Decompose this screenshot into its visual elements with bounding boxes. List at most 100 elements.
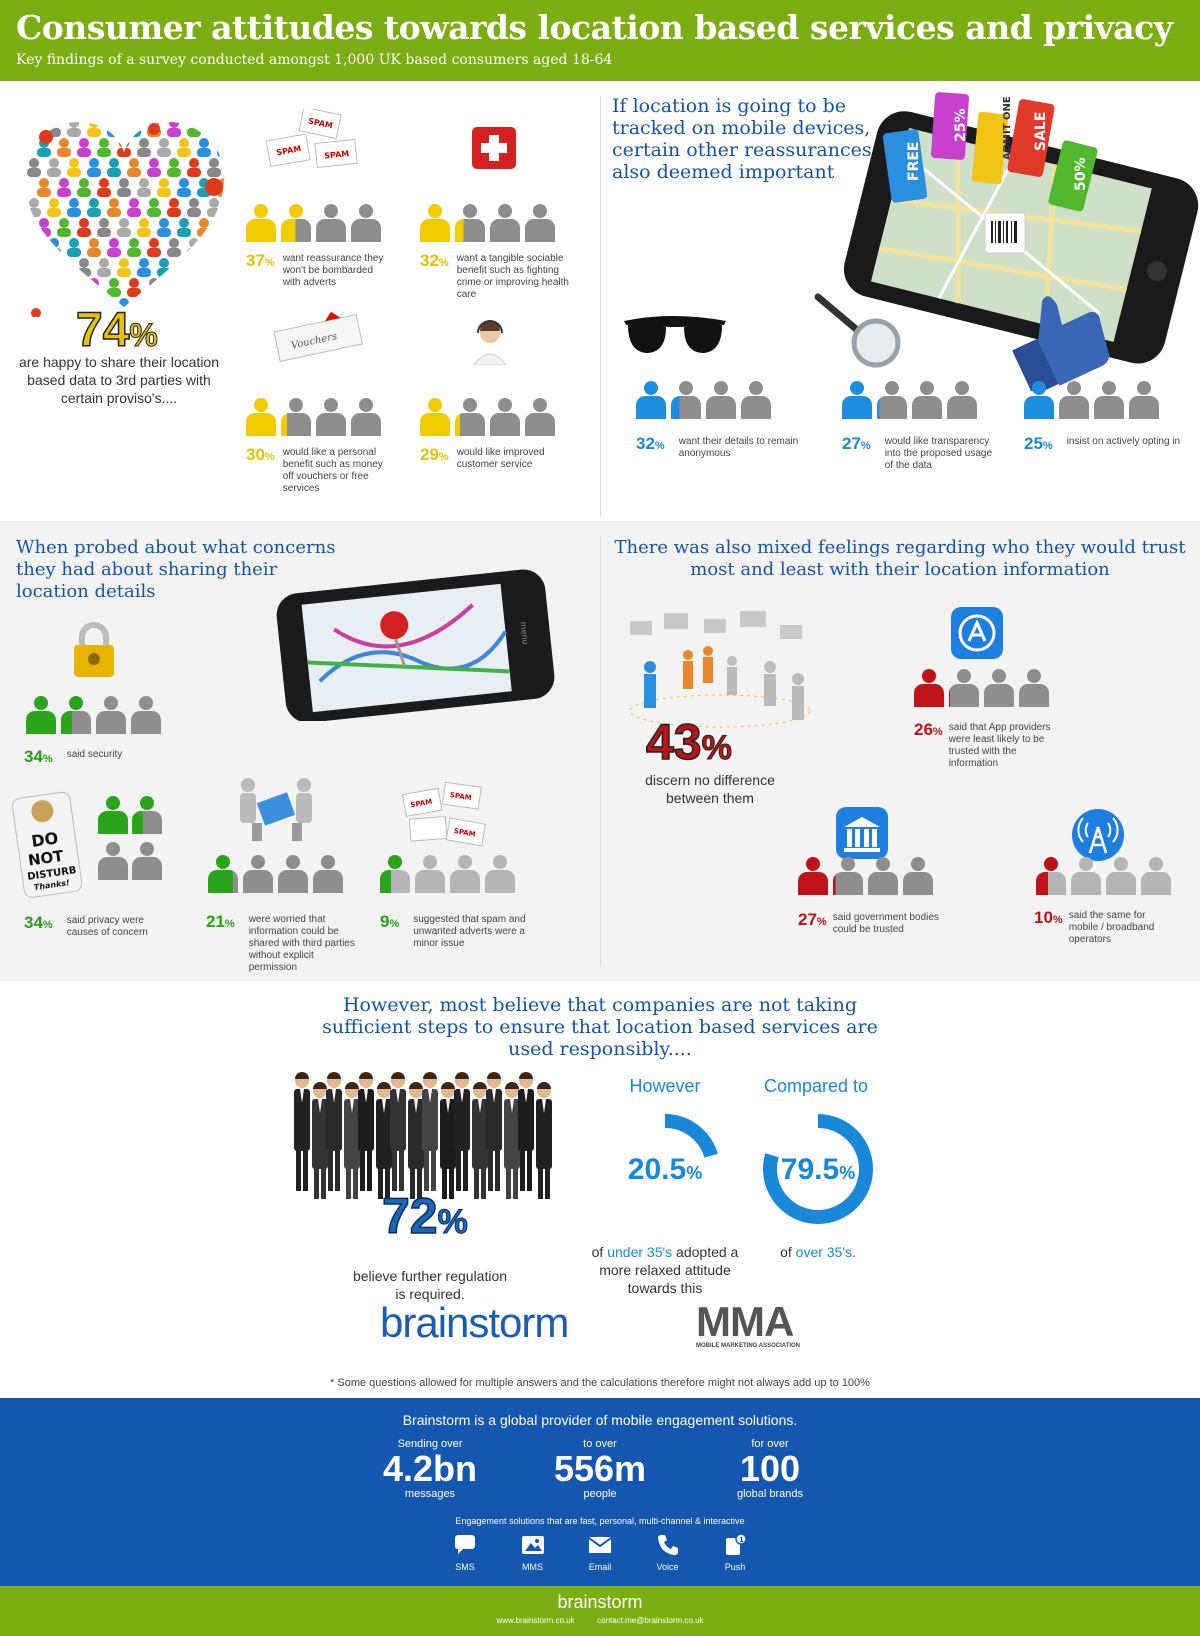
- person-icon: [877, 381, 907, 419]
- person-icon: [132, 796, 162, 834]
- footnote: * Some questions allowed for multiple an…: [330, 1377, 870, 1389]
- broadcast-tower-icon: [1070, 807, 1126, 863]
- figure-number: 4.2bn: [382, 1448, 478, 1489]
- footer-intro: Brainstorm is a global provider of mobil…: [402, 1412, 798, 1428]
- stat-pct: 29%: [420, 445, 449, 464]
- big-stat-value: 74: [75, 303, 130, 358]
- stat-desc: said the same for mobile / broadband ope…: [1068, 910, 1155, 945]
- donut-value: 20.5%: [605, 1153, 725, 1187]
- figure-pre: for over: [751, 1438, 789, 1450]
- people-row: [246, 398, 381, 436]
- stat-desc: said government bodies could be trusted: [832, 912, 939, 935]
- section-provisos: 74% are happy to share their location ba…: [0, 81, 600, 521]
- svg-text:SPAM: SPAM: [453, 827, 476, 839]
- mma-logo[interactable]: MMA MOBILE MARKETING ASSOCIATION: [696, 1301, 800, 1350]
- however-label: However: [629, 1076, 701, 1096]
- person-icon: [281, 204, 311, 242]
- big-stat-unit: %: [701, 729, 732, 768]
- svg-text:menu: menu: [519, 621, 530, 645]
- section-title: If location is going to be tracked on mo…: [612, 95, 910, 183]
- big-stat-unit: %: [437, 1203, 468, 1242]
- divider: [600, 96, 601, 516]
- government-building-icon: [834, 807, 890, 863]
- stat-pct: 32%: [420, 251, 449, 270]
- person-icon: [798, 857, 828, 895]
- stat-10-operators: 10% said the same for mobile / broadband…: [1034, 909, 1194, 946]
- brainstorm-logo[interactable]: brainstorm: [380, 1299, 569, 1346]
- business-person: [390, 1072, 406, 1191]
- person-icon: [1036, 857, 1066, 895]
- person-icon: [490, 398, 520, 436]
- business-person: [486, 1072, 502, 1191]
- svg-text:50%: 50%: [1073, 157, 1089, 191]
- person-icon: [246, 204, 276, 242]
- stat-32: 32% want a tangible sociable benefit suc…: [420, 252, 590, 301]
- donut-over-35: [758, 1109, 878, 1229]
- email-link[interactable]: contact.me@brainstorm.co.uk: [597, 1616, 704, 1625]
- channel-push[interactable]: 1 Push: [710, 1533, 760, 1572]
- stat-21-third-parties: 21% were worried that information could …: [206, 913, 376, 974]
- stat-pct: 27%: [798, 910, 827, 929]
- section-regulation: However, most believe that companies are…: [0, 981, 1200, 1398]
- people-row: [1024, 381, 1159, 419]
- figure-post: people: [583, 1488, 617, 1500]
- app-store-icon: [949, 607, 1005, 661]
- stat-pct: 34%: [24, 913, 53, 932]
- picture-icon: [508, 1534, 558, 1560]
- person-icon: [26, 696, 56, 734]
- people-row: [246, 204, 381, 242]
- stat-desc: said that App providers were least likel…: [948, 722, 1051, 769]
- business-person: [358, 1072, 374, 1191]
- channel-email[interactable]: Email: [575, 1534, 625, 1572]
- person-icon: [1059, 381, 1089, 419]
- person-icon: [278, 855, 308, 893]
- stat-pct: 32%: [636, 434, 665, 453]
- stat-desc: were worried that information could be s…: [248, 914, 355, 973]
- footer-figure: Sending over 4.2bn messages: [360, 1438, 500, 1500]
- donut-value-number: 79.5: [780, 1153, 840, 1186]
- big-stat-43: 43%: [645, 713, 732, 771]
- channel-voice[interactable]: Voice: [643, 1534, 693, 1572]
- smartphone-pin-icon: menu: [276, 561, 556, 721]
- person-icon: [984, 669, 1014, 707]
- person-icon: [243, 855, 273, 893]
- stat-27-transparency: 27% would like transparency into the pro…: [842, 435, 1012, 472]
- business-person: [472, 1082, 488, 1199]
- person-icon: [842, 381, 872, 419]
- person-icon: [525, 398, 555, 436]
- person-icon: [636, 381, 666, 419]
- sunglasses-icon: [622, 311, 728, 361]
- person-icon: [671, 381, 701, 419]
- people-cluster-icon: [24, 117, 224, 317]
- business-person: [294, 1072, 310, 1191]
- person-icon: [313, 855, 343, 893]
- stat-pct: 10%: [1034, 908, 1063, 927]
- section-concerns: When probed about what concerns they had…: [0, 521, 600, 981]
- donut-caption: of under 35's adopted a more relaxed att…: [591, 1244, 739, 1296]
- business-person: [312, 1082, 328, 1199]
- donut-value: 79.5%: [758, 1153, 878, 1187]
- person-icon: [132, 842, 162, 880]
- website-link[interactable]: www.brainstorm.co.uk: [496, 1616, 575, 1625]
- stat-34-privacy: 34% said privacy were causes of concern: [24, 914, 204, 939]
- person-icon: [1071, 857, 1101, 895]
- channel-label: Voice: [656, 1562, 679, 1572]
- person-icon: [833, 857, 863, 895]
- push-notification-icon: 1: [710, 1533, 760, 1560]
- donut-value-unit: %: [686, 1163, 703, 1183]
- channel-label: Push: [724, 1562, 746, 1572]
- person-icon: [490, 204, 520, 242]
- business-person: [422, 1072, 438, 1191]
- person-icon: [351, 398, 381, 436]
- person-icon: [420, 398, 450, 436]
- figure-pre: Sending over: [397, 1438, 463, 1450]
- people-row: [1036, 857, 1171, 895]
- person-icon: [741, 381, 771, 419]
- svg-text:ADMIT ONE: ADMIT ONE: [1002, 96, 1013, 160]
- channel-sms[interactable]: SMS: [440, 1534, 490, 1572]
- svg-text:NOT: NOT: [27, 847, 65, 870]
- person-icon: [1129, 381, 1159, 419]
- donut-value-number: 20.5: [627, 1153, 687, 1186]
- channel-mms[interactable]: MMS: [508, 1534, 558, 1572]
- person-icon: [1141, 857, 1171, 895]
